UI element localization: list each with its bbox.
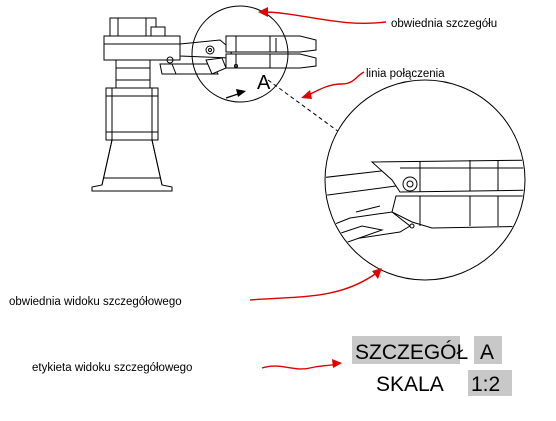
caption-detail-letter: A [480,341,494,364]
detail-circle [191,5,289,103]
caption-scale-value: 1:2 [471,373,500,396]
label-detail-boundary: obwiednia widoku szczegółowego [9,296,182,308]
connection-line [267,79,351,141]
label-connection-line: linia połączenia [366,68,445,80]
caption-scale-word: SKALA [376,373,444,396]
robot-model [91,17,317,192]
annotation-arrows [249,7,387,370]
caption-detail-word: SZCZEGÓŁ [355,341,468,364]
label-detail-view-label: etykieta widoku szczegółowego [32,362,192,374]
detail-view [324,79,526,281]
view-arrow-icon [225,89,246,99]
label-detail-circle: obwiednia szczegółu [391,18,497,30]
detail-caption: SZCZEGÓŁ A SKALA 1:2 [352,336,512,396]
view-letter: A [257,72,271,94]
